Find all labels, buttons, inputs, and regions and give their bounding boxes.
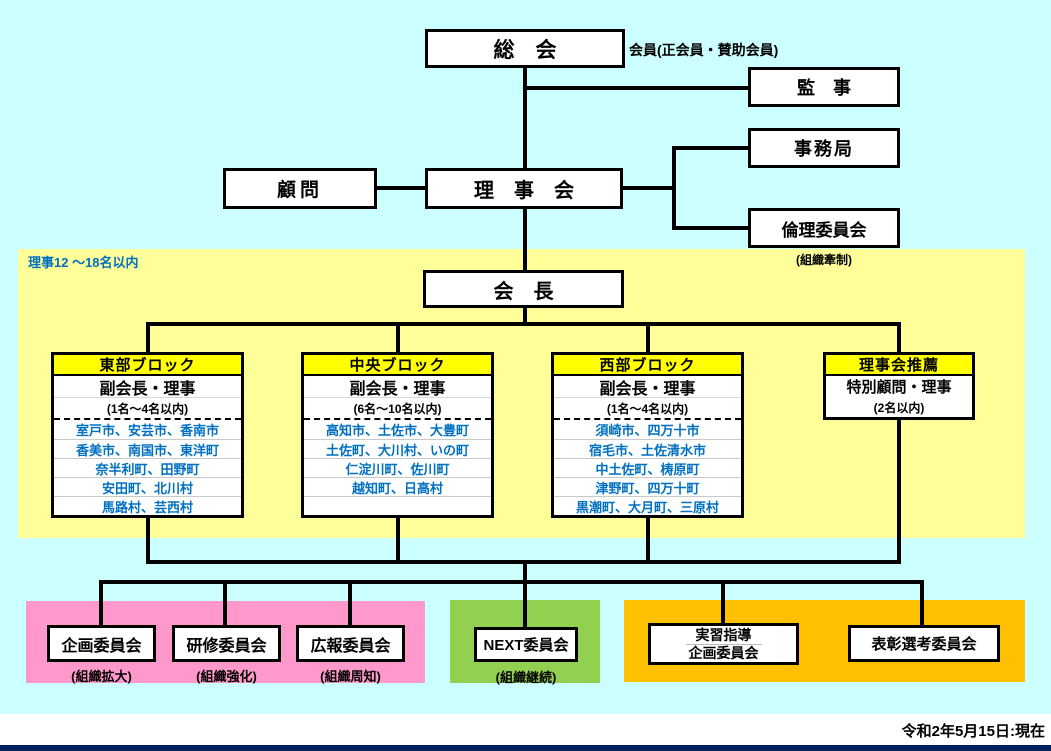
connector-line <box>523 580 527 629</box>
president-label: 会 長 <box>493 280 554 303</box>
directors-count-note: 理事12 〜18名以内 <box>28 255 139 270</box>
planning-committee-box: 企画委員会 <box>47 625 156 662</box>
block-central-role: 副会長・理事 <box>304 376 491 398</box>
block-east-municipalities: 室戸市、安芸市、香南市 香美市、南国市、東洋町 奈半利町、田野町 安田町、北川村… <box>54 418 241 515</box>
connector-line <box>672 146 676 230</box>
connector-line <box>146 515 150 564</box>
connector-line <box>897 322 901 352</box>
municipality-row: 黒潮町、大月町、三原村 <box>554 496 741 515</box>
municipality-row: 宿毛市、土佐清水市 <box>554 439 741 458</box>
connector-line <box>920 580 924 627</box>
pr-committee-label: 広報委員会 <box>310 637 391 655</box>
connector-line <box>623 186 674 190</box>
ethics-committee-label: 倫理委員会 <box>781 220 867 240</box>
connector-line <box>377 186 425 190</box>
connector-line <box>396 515 400 564</box>
connector-line <box>672 226 750 230</box>
connector-line <box>146 322 901 326</box>
connector-line <box>223 580 227 627</box>
secretariat-box: 事務局 <box>748 128 900 168</box>
connector-line <box>99 580 103 627</box>
training-committee-note: (組織強化) <box>196 669 257 684</box>
award-selection-committee-label: 表彰選考委員会 <box>871 636 977 653</box>
award-selection-committee-box: 表彰選考委員会 <box>848 625 1000 662</box>
footer-strip <box>0 714 1051 745</box>
practice-guidance-line1: 実習指導 <box>685 627 762 645</box>
block-west-role: 副会長・理事 <box>554 376 741 398</box>
block-east: 東部ブロック 副会長・理事 (1名〜4名以内) 室戸市、安芸市、香南市 香美市、… <box>51 352 244 518</box>
advisor-box: 顧問 <box>223 168 377 209</box>
block-board-recommendation: 理事会推薦 特別顧問・理事 (2名以内) <box>823 352 975 420</box>
block-west-count: (1名〜4名以内) <box>606 401 689 416</box>
practice-guidance-committee-box: 実習指導 企画委員会 <box>648 623 799 665</box>
connector-line <box>523 560 527 584</box>
president-box: 会 長 <box>423 270 624 308</box>
training-committee-label: 研修委員会 <box>186 637 267 655</box>
planning-committee-label: 企画委員会 <box>61 637 142 655</box>
connector-line <box>646 322 650 352</box>
block-central-header: 中央ブロック <box>304 355 491 376</box>
connector-line <box>523 68 527 170</box>
connector-line <box>523 86 750 90</box>
secretariat-label: 事務局 <box>794 139 854 159</box>
connector-line <box>523 308 527 326</box>
block-recommendation-role: 特別顧問・理事 <box>846 379 952 397</box>
connector-line <box>897 418 901 564</box>
planning-committee-note: (組織拡大) <box>71 669 132 684</box>
block-east-header: 東部ブロック <box>54 355 241 376</box>
block-recommendation-count: (2名以内) <box>873 400 925 415</box>
connector-line <box>146 322 150 352</box>
municipality-row: 室戸市、安芸市、香南市 <box>75 423 219 438</box>
general-assembly-members-note: 会員(正会員・賛助会員) <box>629 42 779 58</box>
municipality-row: 中土佐町、梼原町 <box>554 458 741 477</box>
ethics-committee-note: (組織牽制) <box>796 253 852 267</box>
municipality-row: 越知町、日高村 <box>304 477 491 496</box>
connector-line <box>721 580 725 627</box>
municipality-row: 馬路村、芸西村 <box>54 496 241 515</box>
connector-line <box>99 580 924 584</box>
ethics-committee-box: 倫理委員会 <box>748 208 900 248</box>
next-committee-label: NEXT委員会 <box>483 637 569 654</box>
auditor-box: 監 事 <box>748 67 900 107</box>
next-committee-note: (組織継続) <box>495 670 557 685</box>
block-west: 西部ブロック 副会長・理事 (1名〜4名以内) 須崎市、四万十市 宿毛市、土佐清… <box>551 352 744 518</box>
auditor-label: 監 事 <box>797 78 851 98</box>
bottom-navy-bar <box>0 745 1051 751</box>
municipality-row: 香美市、南国市、東洋町 <box>54 439 241 458</box>
municipality-row: 奈半利町、田野町 <box>54 458 241 477</box>
municipality-row: 高知市、土佐市、大豊町 <box>325 423 469 438</box>
block-east-count: (1名〜4名以内) <box>106 401 189 416</box>
board-box: 理 事 会 <box>425 168 623 209</box>
pr-committee-note: (組織周知) <box>320 669 381 684</box>
connector-line <box>396 322 400 352</box>
block-recommendation-header: 理事会推薦 <box>826 355 972 376</box>
block-east-role: 副会長・理事 <box>54 376 241 398</box>
municipality-row: 土佐町、大川村、いの町 <box>304 439 491 458</box>
general-assembly-box: 総 会 <box>425 29 625 68</box>
block-central-count: (6名〜10名以内) <box>353 401 442 416</box>
municipality-row: 須崎市、四万十市 <box>595 423 700 438</box>
connector-line <box>523 208 527 270</box>
block-west-header: 西部ブロック <box>554 355 741 376</box>
connector-line <box>348 580 352 627</box>
pr-committee-box: 広報委員会 <box>296 625 405 662</box>
municipality-row: 安田町、北川村 <box>54 477 241 496</box>
board-label: 理 事 会 <box>474 180 574 202</box>
practice-guidance-line2: 企画委員会 <box>688 644 759 661</box>
training-committee-box: 研修委員会 <box>172 625 281 662</box>
block-central: 中央ブロック 副会長・理事 (6名〜10名以内) 高知市、土佐市、大豊町 土佐町… <box>301 352 494 518</box>
as-of-date: 令和2年5月15日:現在 <box>901 723 1045 740</box>
block-central-municipalities: 高知市、土佐市、大豊町 土佐町、大川村、いの町 仁淀川町、佐川町 越知町、日高村 <box>304 418 491 515</box>
block-west-municipalities: 須崎市、四万十市 宿毛市、土佐清水市 中土佐町、梼原町 津野町、四万十町 黒潮町… <box>554 418 741 515</box>
general-assembly-label: 総 会 <box>493 38 557 62</box>
municipality-row: 津野町、四万十町 <box>554 477 741 496</box>
advisor-label: 顧問 <box>276 180 323 201</box>
next-committee-box: NEXT委員会 <box>474 627 578 662</box>
connector-line <box>646 515 650 564</box>
connector-line <box>672 146 750 150</box>
municipality-row <box>304 496 491 515</box>
municipality-row: 仁淀川町、佐川町 <box>304 458 491 477</box>
